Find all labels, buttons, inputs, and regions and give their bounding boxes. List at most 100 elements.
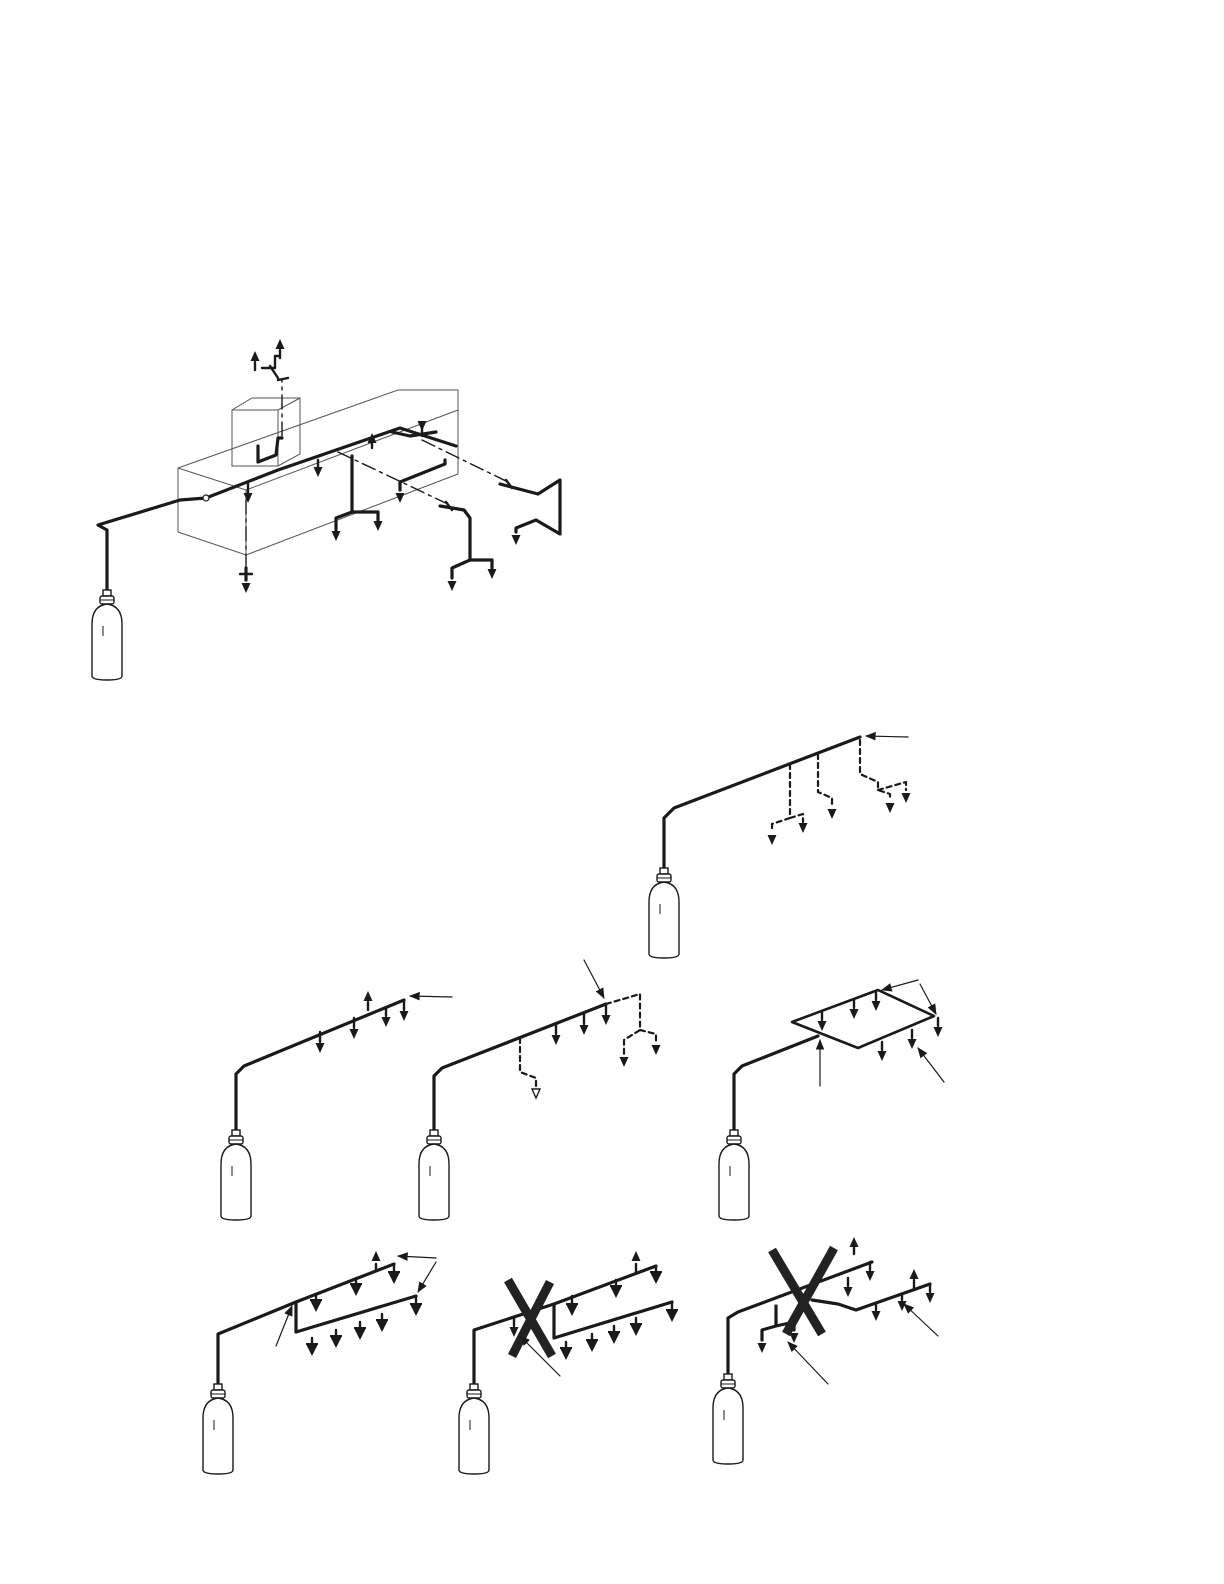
pipe-segment: [278, 378, 288, 380]
leader-arrow: [788, 1342, 828, 1384]
nozzle-down-icon: [316, 1043, 325, 1053]
nozzle-cone-icon: [566, 1304, 578, 1316]
nozzle-cone-icon: [306, 1344, 318, 1356]
agent-cylinder-icon: [419, 1130, 449, 1220]
nozzle-down-icon: [926, 1293, 935, 1303]
pipe-segment: [812, 1284, 930, 1310]
nozzle-down-icon: [850, 1009, 859, 1019]
incorrect-split-manifold-offset: [713, 1237, 938, 1464]
duct-edge: [178, 410, 458, 490]
nozzle-cone-icon: [560, 1348, 572, 1360]
nozzle-up-icon: [251, 351, 260, 361]
pipe-segment: [400, 460, 445, 490]
nozzle-cone-icon: [330, 1336, 342, 1348]
leader-arrow: [584, 960, 604, 998]
nozzle-down-icon: [418, 421, 427, 431]
nozzle-down-icon: [374, 521, 383, 531]
incorrect-split-manifold: [459, 1251, 678, 1474]
nozzle-down-icon: [488, 569, 497, 579]
nozzle-down-icon: [512, 535, 521, 545]
nozzle-cone-icon: [388, 1272, 400, 1284]
nozzle-down-icon: [768, 835, 777, 845]
agent-cylinder-icon: [649, 868, 679, 958]
nozzle-down-icon: [872, 1311, 881, 1321]
nozzle-down-icon: [844, 1287, 853, 1297]
nozzle-down-icon: [350, 1029, 359, 1039]
dashed-pipe-segment: [772, 764, 803, 832]
agent-cylinder-icon: [459, 1384, 489, 1474]
nozzle-down-icon: [898, 1301, 907, 1311]
agent-cylinder-icon: [92, 590, 122, 680]
nozzle-down-icon: [580, 1025, 589, 1035]
dashed-pipe-segment: [818, 754, 832, 806]
split-manifold: [203, 1251, 436, 1474]
agent-cylinder-icon: [713, 1374, 743, 1464]
nozzle-cone-icon: [650, 1272, 662, 1284]
nozzle-dashed-icon: [532, 1089, 540, 1098]
nozzle-cone-icon: [354, 1328, 366, 1340]
nozzle-down-icon: [818, 1021, 827, 1031]
nozzle-cone-icon: [610, 1286, 622, 1298]
dashed-pipe-segment: [860, 740, 906, 800]
leader-arrow: [418, 1262, 436, 1292]
leader-arrow: [904, 1304, 938, 1336]
nozzle-cone-icon: [410, 1304, 422, 1316]
nozzle-down-icon: [620, 1057, 629, 1067]
nozzle-cone-icon: [586, 1340, 598, 1352]
nozzle-up-icon: [276, 339, 285, 349]
nozzle-cone-icon: [608, 1332, 620, 1344]
nozzle-down-icon: [552, 1035, 561, 1045]
nozzle-down-icon: [878, 1051, 887, 1061]
pipe-segment: [734, 1036, 818, 1140]
nozzle-down-icon: [758, 1343, 767, 1353]
pipe-segment: [236, 1000, 404, 1142]
dashed-pipe-segment: [606, 994, 656, 1056]
dashed-pipe-segment: [422, 440, 508, 482]
nozzle-down-icon: [314, 467, 323, 477]
nozzle-down-icon: [908, 1039, 917, 1049]
nozzle-down-icon: [602, 1015, 611, 1025]
leader-arrow: [866, 736, 908, 737]
nozzle-up-icon: [632, 1251, 641, 1261]
nozzle-down-icon: [872, 1001, 881, 1011]
duct-edge: [232, 398, 300, 466]
dashed-pipe-segment: [520, 1038, 536, 1088]
pipe-segment: [434, 1004, 606, 1140]
pipe-segment: [728, 1262, 872, 1384]
nozzle-cone-icon: [666, 1310, 678, 1322]
nozzle-cone-icon: [630, 1324, 642, 1336]
pipe-segment: [474, 1266, 656, 1392]
leader-arrow: [398, 1256, 436, 1258]
nozzle-down-icon: [400, 1011, 409, 1021]
nozzle-down-icon: [652, 1045, 661, 1055]
nozzle-up-icon: [850, 1237, 859, 1247]
nozzle-down-icon: [382, 1017, 391, 1027]
pipe-segment: [664, 737, 860, 880]
nozzle-down-icon: [242, 583, 251, 593]
loop-manifold: [719, 980, 944, 1220]
duct-system-overview: [92, 339, 560, 680]
leader-arrow: [882, 980, 918, 990]
nozzle-up-icon: [364, 991, 373, 1001]
long-manifold-dashed-branches: [649, 736, 911, 958]
nozzle-up-icon: [372, 1251, 381, 1261]
agent-cylinder-icon: [719, 1130, 749, 1220]
nozzle-down-icon: [244, 493, 253, 503]
leader-arrow: [918, 1048, 944, 1082]
nozzle-down-icon: [886, 803, 895, 813]
nozzle-down-icon: [799, 823, 808, 833]
agent-cylinder-icon: [221, 1130, 251, 1220]
nozzle-cone-icon: [310, 1300, 322, 1312]
nozzle-down-icon: [934, 1027, 943, 1037]
nozzle-down-icon: [510, 1327, 519, 1337]
pipe-segment: [336, 456, 378, 530]
straight-manifold-dashed-branches: [419, 960, 661, 1220]
nozzle-cone-icon: [376, 1320, 388, 1332]
nozzle-down-icon: [866, 1271, 875, 1281]
nozzle-down-icon: [828, 809, 837, 819]
nozzle-up-icon: [910, 1269, 919, 1279]
pipe-segment: [440, 506, 492, 578]
nozzle-down-icon: [902, 793, 911, 803]
